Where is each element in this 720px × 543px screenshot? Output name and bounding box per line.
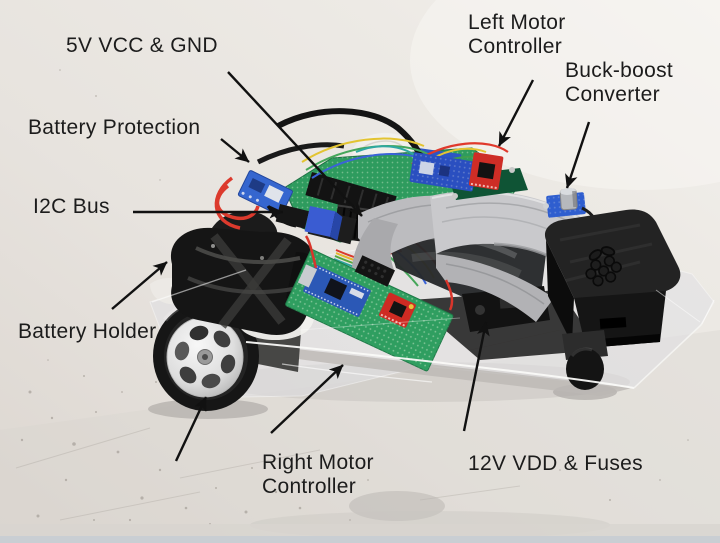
- arrow-battery-holder: [111, 261, 168, 310]
- raspberry-logo-icon: [585, 246, 622, 287]
- arrow-buck-boost-converter: [565, 121, 591, 189]
- right-motor-driver-red: [379, 292, 416, 328]
- floor-speckles: [20, 69, 689, 525]
- wheel-spoke-holes: [174, 325, 236, 389]
- battery-protection-board: [214, 170, 297, 230]
- arrow-wheel: [174, 396, 208, 462]
- arrow-5v-vcc-gnd: [227, 71, 363, 217]
- header-socket: [354, 255, 396, 287]
- buck-boost-converter-module: [543, 187, 596, 230]
- arrow-battery-protection: [220, 138, 250, 163]
- left-motor-driver-red: [468, 152, 504, 190]
- annotation-arrows: [111, 71, 591, 462]
- arrow-right-motor-controller: [270, 364, 344, 434]
- arrow-12v-vdd-fuses: [462, 321, 490, 432]
- right-motor-controller-board: [285, 235, 454, 372]
- left-motor-controller-board: [409, 152, 528, 200]
- chassis-edge-highlights: [151, 269, 715, 389]
- arrow-left-motor-controller: [497, 79, 535, 147]
- raspberry-pi-case: [544, 209, 681, 348]
- arduino-nano-board: [297, 264, 371, 317]
- capacitor: [559, 187, 578, 211]
